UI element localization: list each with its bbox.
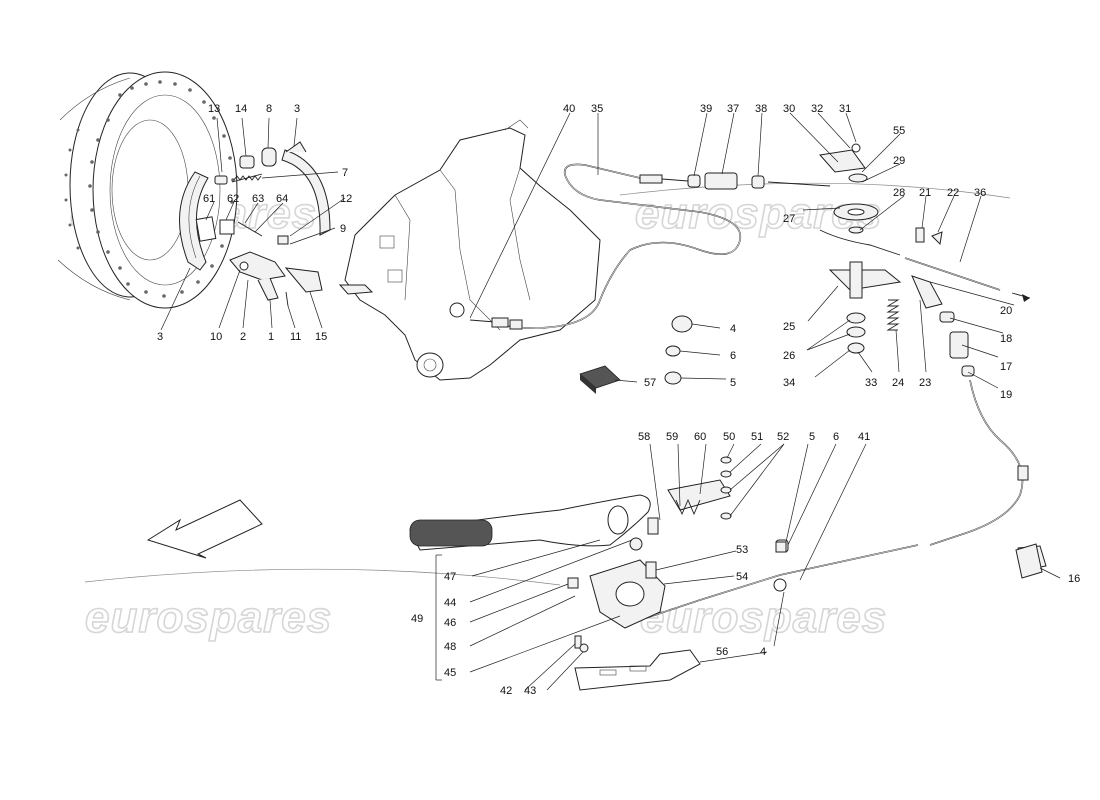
callout-4-upper: 4 (730, 323, 736, 335)
callout-52: 52 (777, 431, 789, 443)
callout-12: 12 (340, 193, 352, 205)
connector-16 (1015, 543, 1043, 579)
callout-24: 24 (892, 377, 904, 389)
cable-35 (521, 163, 742, 329)
callout-28: 28 (893, 187, 905, 199)
callout-10: 10 (210, 331, 222, 343)
callout-19: 19 (1000, 389, 1012, 401)
callout-44: 44 (444, 597, 456, 609)
callout-23: 23 (919, 377, 931, 389)
callout-18: 18 (1000, 333, 1012, 345)
pad-57 (579, 365, 621, 394)
callout-21: 21 (919, 187, 931, 199)
callout-62: 62 (227, 193, 239, 205)
callout-5-upper: 5 (730, 377, 736, 389)
callout-7: 7 (342, 167, 348, 179)
cable-36-group (886, 227, 1031, 377)
callout-47: 47 (444, 571, 456, 583)
callout-17: 17 (1000, 361, 1012, 373)
callout-11: 11 (290, 331, 301, 343)
callout-42: 42 (500, 685, 512, 697)
callout-22: 22 (947, 187, 959, 199)
callout-49: 49 (411, 613, 423, 625)
callout-1: 1 (268, 331, 274, 343)
hub-carrier (338, 119, 601, 381)
callout-33: 33 (865, 377, 877, 389)
callout-54: 54 (736, 571, 748, 583)
callout-16: 16 (1068, 573, 1080, 585)
front-direction-arrow (146, 499, 263, 559)
callout-9: 9 (340, 223, 346, 235)
callout-45: 45 (444, 667, 456, 679)
callout-31: 31 (839, 103, 851, 115)
callout-43: 43 (524, 685, 536, 697)
leader-lines (160, 112, 1061, 691)
handbrake-lever (409, 456, 787, 691)
callout-13: 13 (208, 103, 220, 115)
callout-4-lower: 4 (760, 646, 766, 658)
callout-46: 46 (444, 617, 456, 629)
callout-59: 59 (666, 431, 678, 443)
callout-50: 50 (723, 431, 735, 443)
brake-shoe-assembly (179, 141, 331, 307)
callout-labels: 13 14 8 3 7 12 9 61 62 63 64 3 10 2 1 11… (157, 103, 1080, 697)
callout-37: 37 (727, 103, 739, 115)
callout-55: 55 (893, 125, 905, 137)
callout-64: 64 (276, 193, 288, 205)
callout-56: 56 (716, 646, 728, 658)
callout-27: 27 (783, 213, 795, 225)
callout-60: 60 (694, 431, 706, 443)
adjuster-sleeve-group (687, 172, 831, 190)
callout-58: 58 (638, 431, 650, 443)
callout-30: 30 (783, 103, 795, 115)
callout-6-lower: 6 (833, 431, 839, 443)
callout-40: 40 (563, 103, 575, 115)
callout-26: 26 (783, 350, 795, 362)
callout-35: 35 (591, 103, 603, 115)
callout-53: 53 (736, 544, 748, 556)
callout-48: 48 (444, 641, 456, 653)
callout-3-top: 3 (294, 103, 300, 115)
callout-51: 51 (751, 431, 763, 443)
callout-29: 29 (893, 155, 905, 167)
pivot-bracket (819, 143, 902, 354)
grommet-group-upper (664, 315, 693, 385)
callout-2: 2 (240, 331, 246, 343)
callout-38: 38 (755, 103, 767, 115)
callout-34: 34 (783, 377, 795, 389)
callout-41: 41 (858, 431, 870, 443)
callout-14: 14 (235, 103, 247, 115)
callout-20: 20 (1000, 305, 1012, 317)
watermark-bottom-left: eurospares (85, 593, 332, 642)
callout-3-bottom: 3 (157, 331, 163, 343)
callout-6-upper: 6 (730, 350, 736, 362)
callout-5-lower: 5 (809, 431, 815, 443)
callout-32: 32 (811, 103, 823, 115)
callout-15: 15 (315, 331, 327, 343)
callout-63: 63 (252, 193, 264, 205)
callout-8: 8 (266, 103, 272, 115)
callout-61: 61 (203, 193, 215, 205)
callout-36: 36 (974, 187, 986, 199)
callout-25: 25 (783, 321, 795, 333)
watermark-bottom-right: eurospares (640, 593, 887, 642)
callout-57: 57 (644, 377, 656, 389)
callout-39: 39 (700, 103, 712, 115)
